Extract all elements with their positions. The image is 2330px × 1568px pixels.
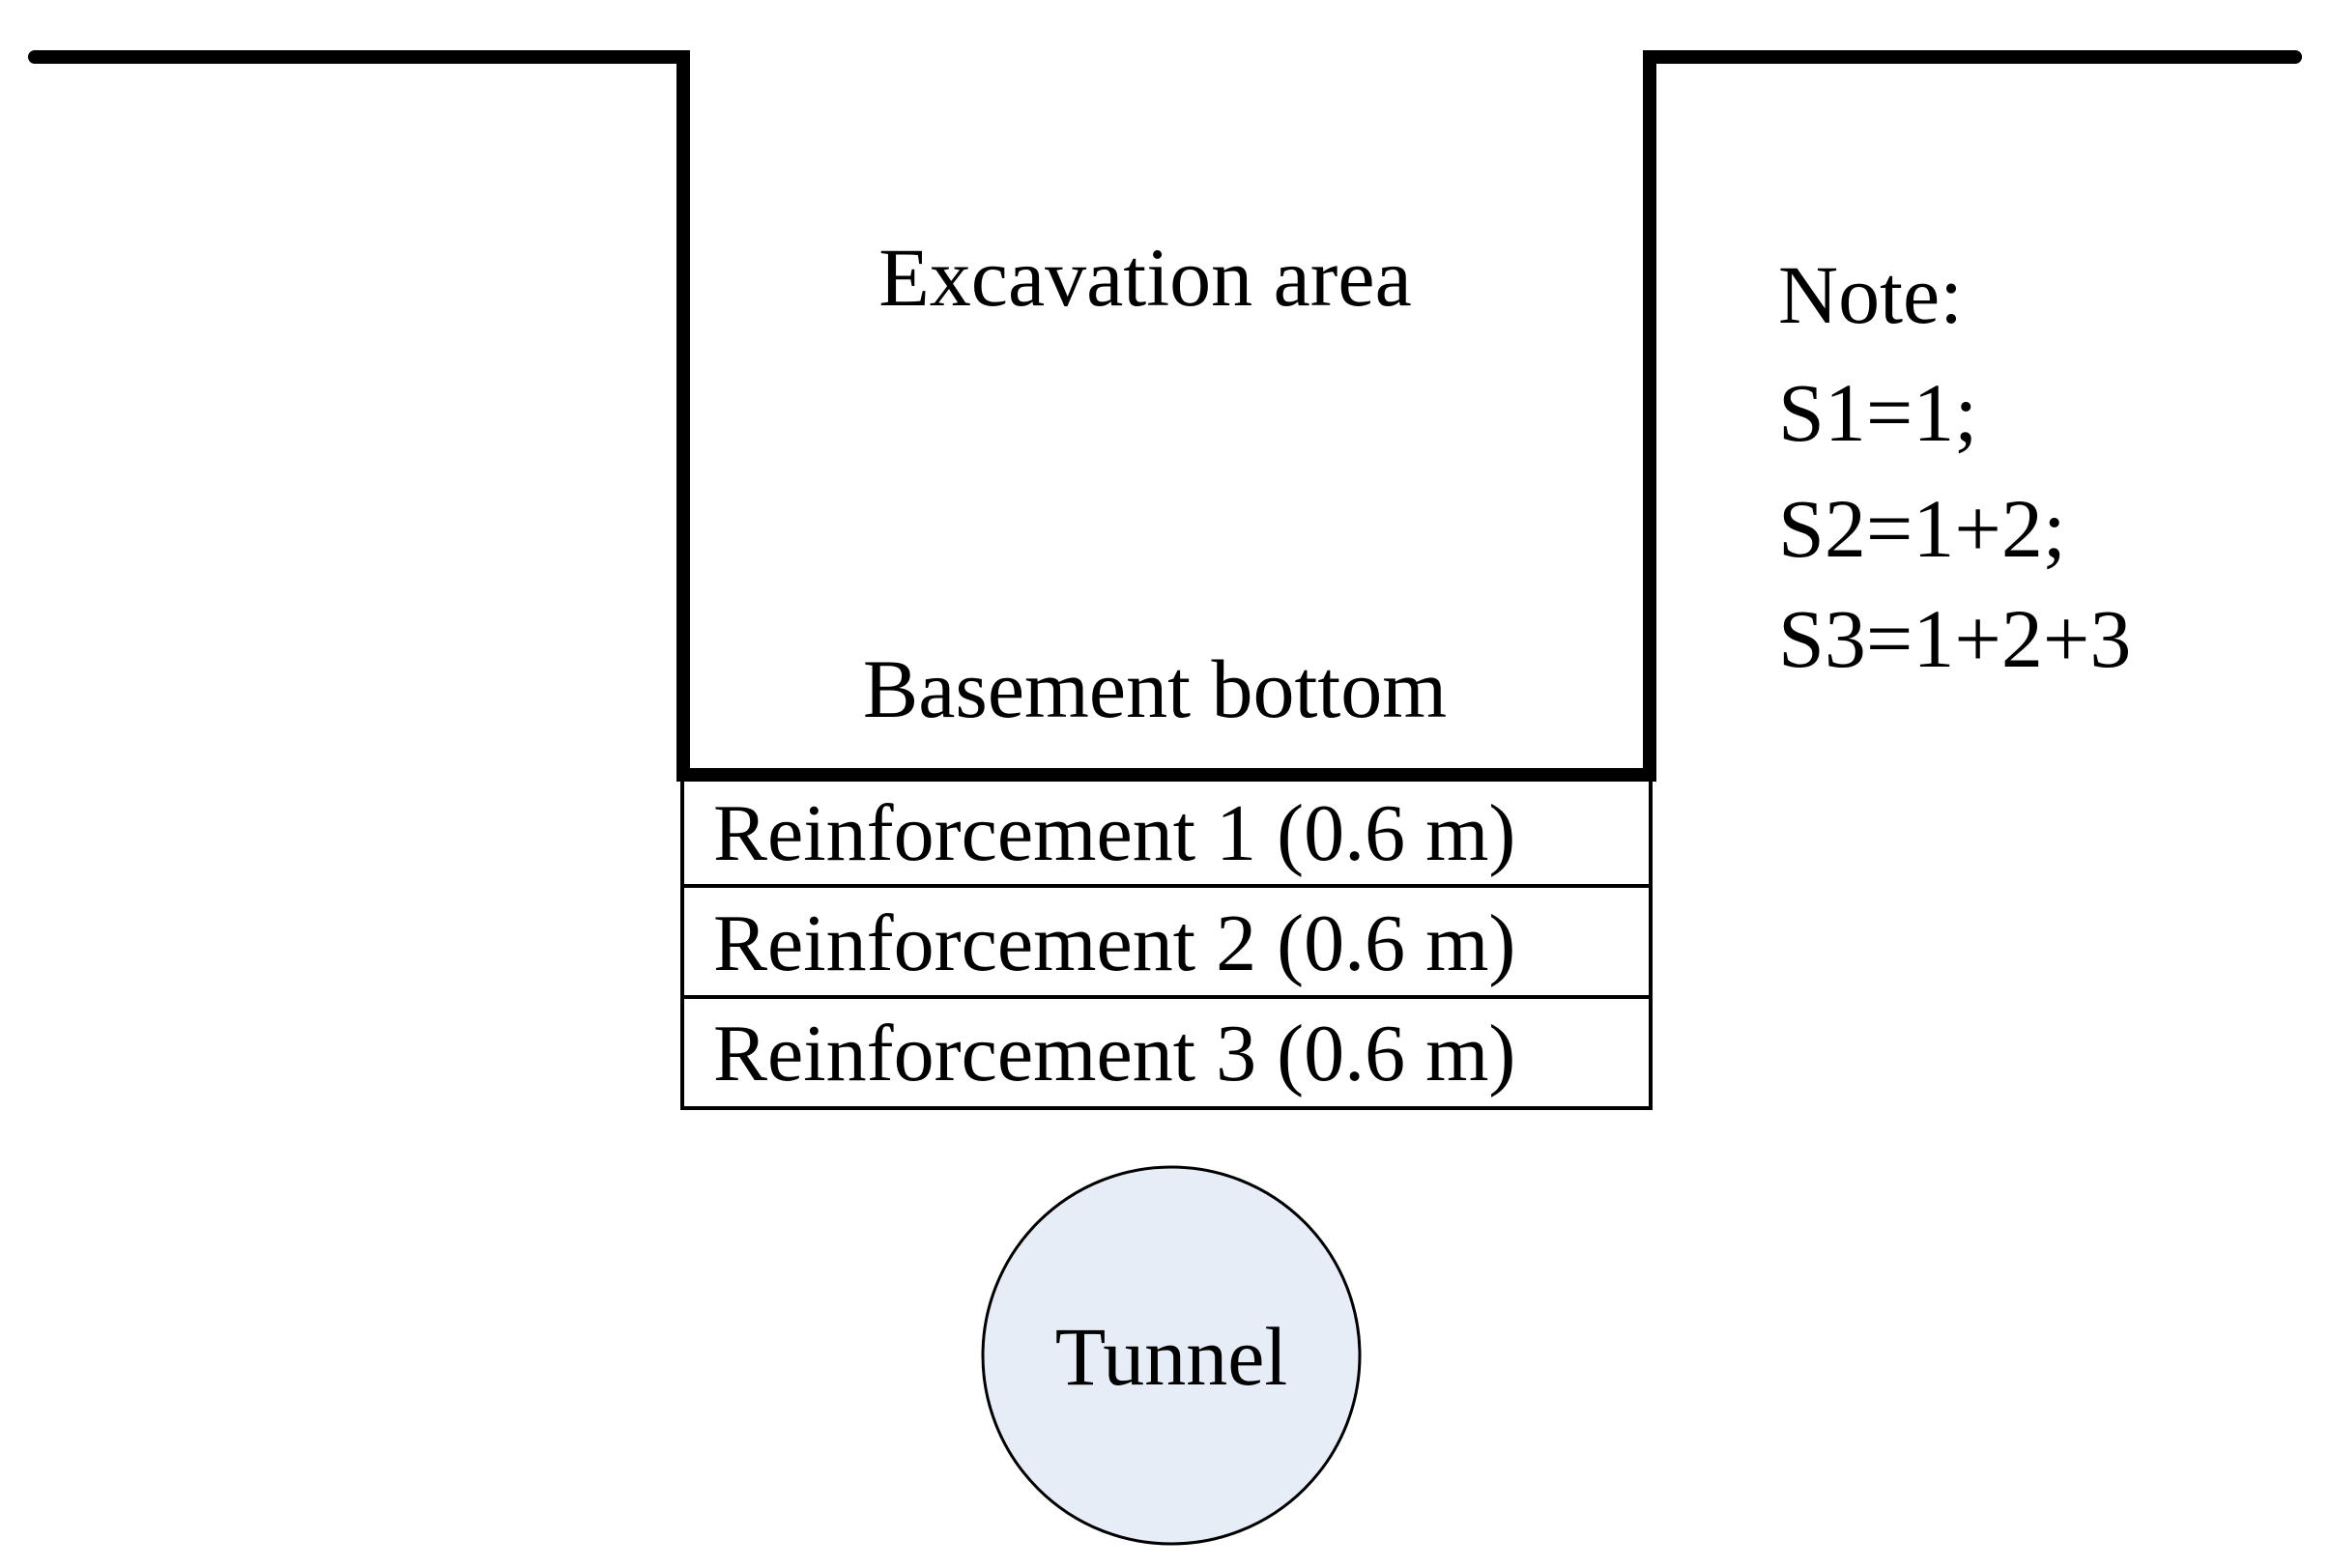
reinforcement-layer-3 [680, 995, 1653, 1110]
note-title: Note: [1778, 248, 1963, 341]
reinforcement-layer-3-label: Reinforcement 3 (0.6 m) [713, 1009, 1515, 1098]
basement-bottom-label: Basement bottom [863, 642, 1447, 735]
note-line-s1: S1=1; [1778, 366, 1977, 459]
reinforcement-layer-2-label: Reinforcement 2 (0.6 m) [713, 898, 1515, 988]
tunnel-label: Tunnel [1055, 1310, 1288, 1403]
tunnel-circle [981, 1165, 1362, 1546]
reinforcement-layer-1-label: Reinforcement 1 (0.6 m) [713, 788, 1515, 878]
excavation-area-label: Excavation area [878, 231, 1411, 324]
note-line-s2: S2=1+2; [1778, 482, 2066, 575]
reinforcement-layer-2 [680, 884, 1653, 999]
note-line-s3: S3=1+2+3 [1778, 592, 2131, 685]
